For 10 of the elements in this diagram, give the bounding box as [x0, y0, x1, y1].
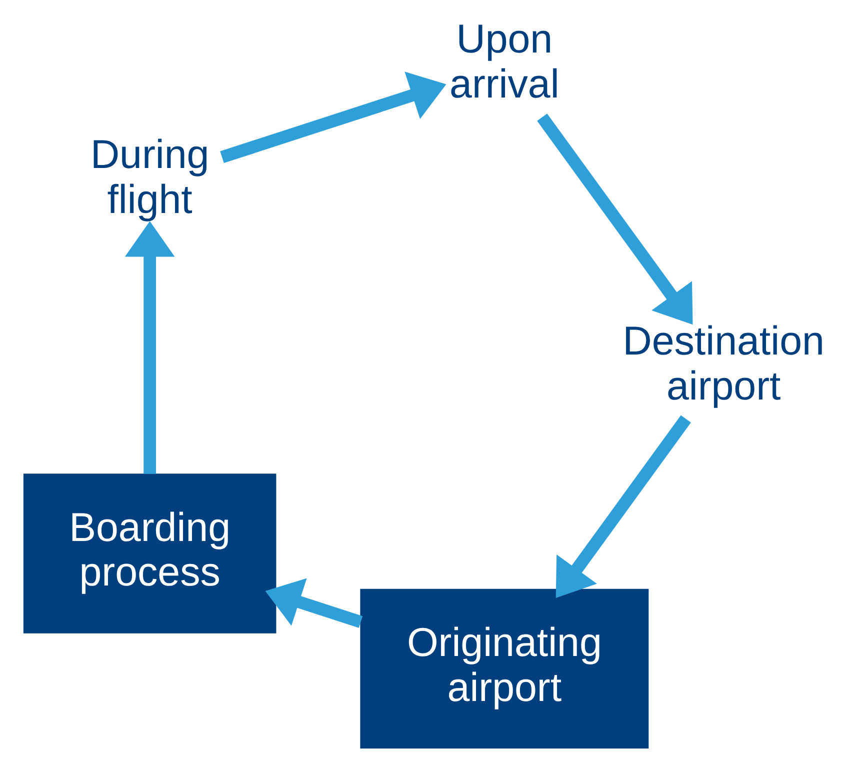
arrow — [556, 415, 691, 598]
arrow — [265, 578, 363, 628]
arrow — [124, 221, 175, 474]
node-text: Destination airport — [622, 317, 824, 408]
arrow — [537, 114, 693, 325]
arrow — [220, 72, 446, 164]
node-box: Originating airport — [360, 588, 649, 749]
node-text: Upon arrival — [450, 16, 560, 107]
node-text: During flight — [90, 130, 210, 222]
node-box: Boarding process — [23, 474, 276, 634]
